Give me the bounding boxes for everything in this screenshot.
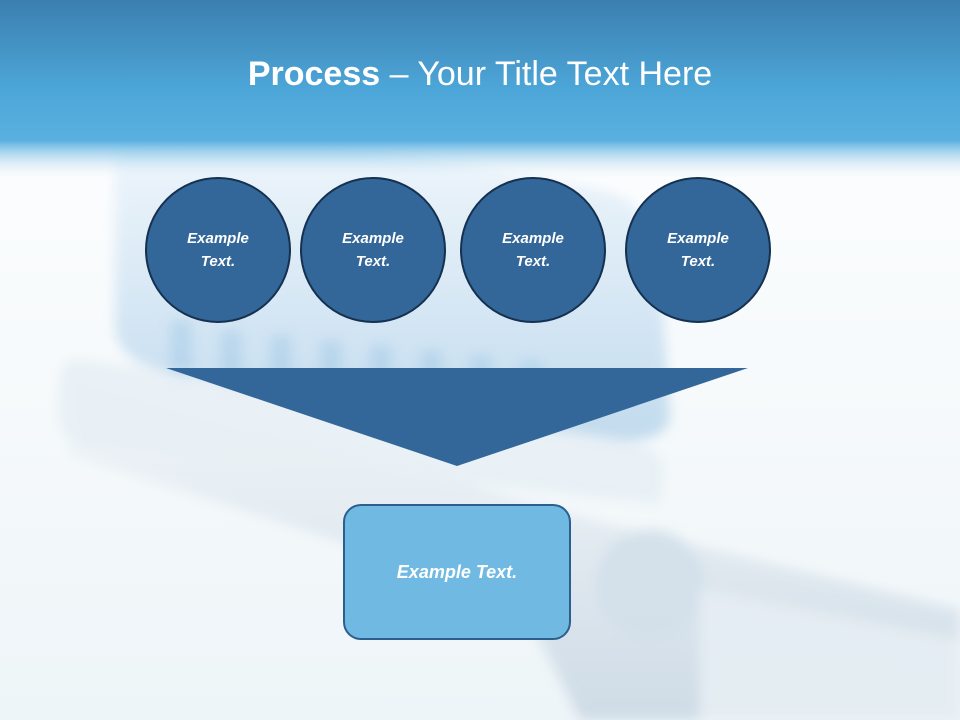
step-4-text: Example Text. xyxy=(667,230,729,270)
process-step-circle-2[interactable]: Example Text. xyxy=(300,177,446,323)
step-3-text: Example Text. xyxy=(502,230,564,270)
process-step-circle-1[interactable]: Example Text. xyxy=(145,177,291,323)
slide-title: Process – Your Title Text Here xyxy=(0,52,960,96)
step-1-text: Example Text. xyxy=(187,230,249,270)
title-rest-part: – Your Title Text Here xyxy=(380,55,713,93)
result-box[interactable]: Example Text. xyxy=(343,504,571,640)
funnel-arrow-shape[interactable] xyxy=(166,368,748,466)
process-step-circle-3[interactable]: Example Text. xyxy=(460,177,606,323)
title-bold-part: Process xyxy=(247,55,381,93)
step-2-text: Example Text. xyxy=(342,230,404,270)
process-step-circle-4[interactable]: Example Text. xyxy=(625,177,771,323)
result-box-text: Example Text. xyxy=(396,561,518,582)
